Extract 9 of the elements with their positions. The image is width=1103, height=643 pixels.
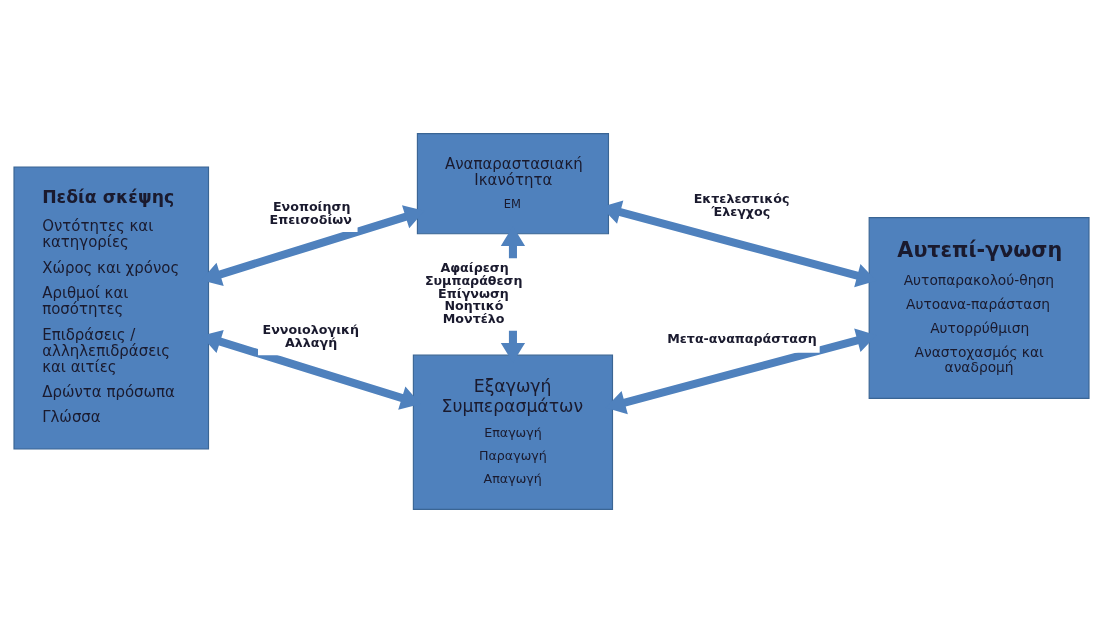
node-box: Εξαγωγή Συμπερασμάτων Επαγωγή Παραγωγή Απαγωγή <box>412 354 614 510</box>
edge-label: Ενοποίηση Επεισοδίων <box>269 199 352 227</box>
node-box: Πεδία σκέψης Οντότητες και κατηγορίες Χώρος και χρόνος Αριθμοί και ποσότητες Επιδράσεις / αλληλεπιδράσεις και αιτίες Δρώντα πρόσωπα Γλώσσα <box>13 166 210 450</box>
edge-label: Μετα-αναπαράσταση <box>667 331 817 347</box>
node-box: Αυτεπί-γνωση Αυτοπαρακολού-θηση Αυτοανα-παράσταση Αυτορρύθμιση Αναστοχασμός και αναδρομή <box>868 217 1090 399</box>
edge-label: Αφαίρεση Συμπαράθεση Επίγνωση Νοητικό Μοντέλο <box>424 260 523 326</box>
edge-label: Εκτελεστικός Έλεγχος <box>693 191 790 219</box>
node-box: Αναπαραστασιακή Ικανότητα ΕΜ <box>416 133 610 235</box>
edge-label: Εννοιολογική Αλλαγή <box>262 322 360 350</box>
